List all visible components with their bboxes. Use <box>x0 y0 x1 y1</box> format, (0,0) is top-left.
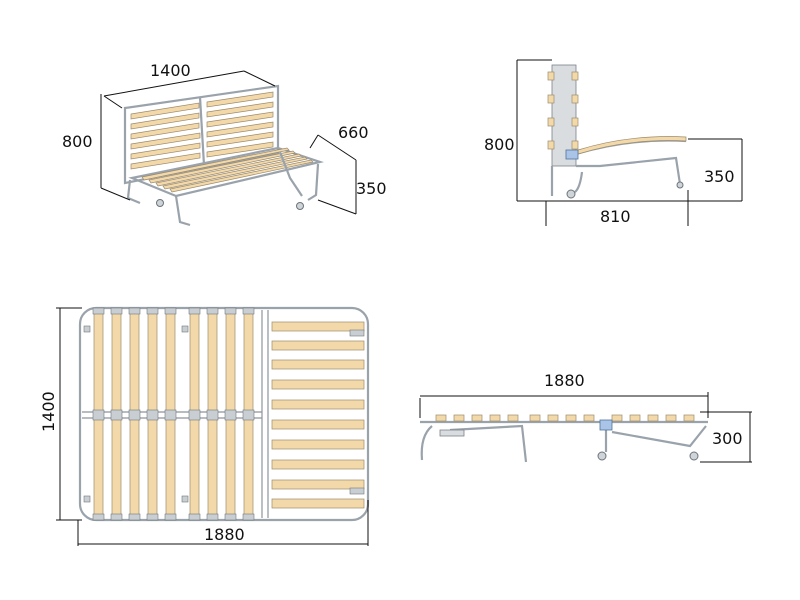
perspective-view: 1400 800 660 350 <box>62 61 387 227</box>
foot-support <box>611 425 707 448</box>
length-dimension-label: 1880 <box>204 525 245 544</box>
horizontal-slats <box>271 321 365 509</box>
head-leg <box>420 425 433 461</box>
side-dimensions <box>516 59 743 226</box>
rear-caster-wheel <box>566 189 576 199</box>
top-view: 1400 1880 <box>39 306 370 546</box>
length-dimension-label: 1880 <box>544 371 585 390</box>
caster-wheel <box>597 451 607 461</box>
height-dimension-label: 800 <box>484 135 515 154</box>
perspective-dimensions <box>100 70 357 215</box>
seat-support <box>576 156 682 185</box>
seat-slats <box>141 147 314 193</box>
flat-dimensions <box>419 392 752 463</box>
width-dimension-label: 1400 <box>39 391 58 432</box>
middle-leg <box>449 424 528 463</box>
width-dimension-label: 1400 <box>150 61 191 80</box>
depth-dimension-label: 660 <box>338 123 369 142</box>
hinge-bracket <box>565 149 579 160</box>
leg-back-left <box>126 179 141 205</box>
bed-frame-outline <box>78 306 370 522</box>
caster-wheel <box>156 199 164 207</box>
caster-wheel <box>296 202 304 210</box>
leg-front-right <box>307 163 320 201</box>
front-caster-wheel <box>676 181 684 189</box>
slat-ends <box>435 414 695 422</box>
depth-dimension-label: 810 <box>600 207 631 226</box>
seat-height-dimension-label: 350 <box>356 179 387 198</box>
backrest-slats <box>130 91 274 170</box>
slat-holders <box>92 307 255 521</box>
side-view: 800 350 810 <box>484 59 743 226</box>
backrest-slat-ends <box>547 71 579 150</box>
rear-caster-arm <box>574 171 584 193</box>
caster-wheel <box>689 451 699 461</box>
seat-height-dimension-label: 350 <box>704 167 735 186</box>
backrest-frame <box>123 84 280 185</box>
height-dimension-label: 300 <box>712 429 743 448</box>
seat-frame <box>128 146 325 198</box>
hinge-bracket <box>599 419 613 431</box>
flat-side-view: 1880 300 <box>419 371 752 463</box>
leg-back-right <box>278 151 303 197</box>
leg-front-left <box>174 195 191 227</box>
backrest-center-post <box>198 96 206 166</box>
top-dimensions <box>56 307 369 546</box>
height-dimension-label: 800 <box>62 132 93 151</box>
